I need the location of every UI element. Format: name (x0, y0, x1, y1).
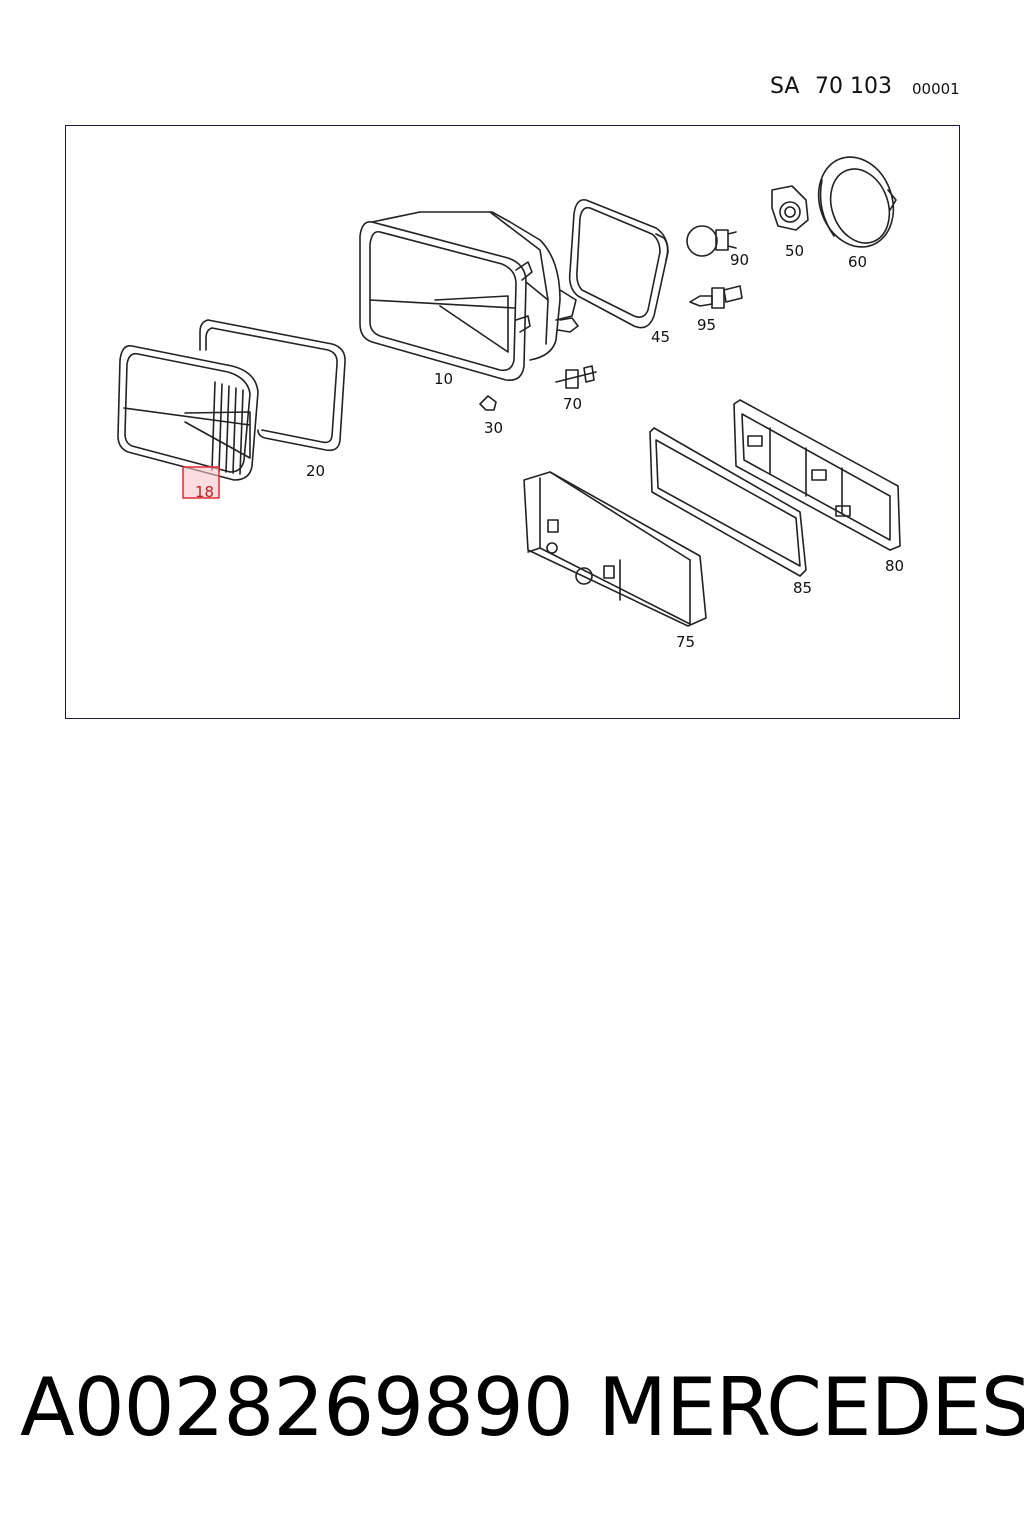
callout-95: 95 (697, 316, 716, 334)
callout-70: 70 (563, 395, 582, 413)
callout-10: 10 (434, 370, 453, 388)
part-10-housing[interactable] (359, 211, 579, 382)
part-85-gasket[interactable] (649, 427, 807, 577)
callout-85: 85 (793, 579, 812, 597)
header-sa: SA (770, 74, 800, 99)
callout-30: 30 (484, 419, 503, 437)
callout-50: 50 (785, 242, 804, 260)
part-75-turn-signal[interactable] (523, 471, 707, 627)
callout-90: 90 (730, 251, 749, 269)
diagram-frame (65, 125, 960, 719)
header-page-number: 00001 (912, 80, 960, 98)
exploded-parts-diagram: 10 18 20 30 45 50 60 70 75 80 85 90 95 (117, 146, 905, 651)
header-group-number: 70 103 (815, 74, 892, 99)
part-90-bulb[interactable] (686, 225, 737, 257)
part-45-reflector[interactable] (568, 198, 669, 329)
part-60-cap[interactable] (806, 146, 905, 257)
part-50-holder[interactable] (771, 185, 809, 231)
brand-name: MERCEDES (598, 1361, 1024, 1454)
highlight-box (182, 466, 220, 499)
part-number: A0028269890 (20, 1361, 574, 1454)
callout-80: 80 (885, 557, 904, 575)
part-20-gasket[interactable] (199, 319, 346, 452)
callout-18[interactable]: 18 (195, 483, 214, 501)
part-30-clip[interactable] (479, 395, 497, 411)
part-95-bulb[interactable] (689, 285, 743, 309)
callout-60: 60 (848, 253, 867, 271)
part-80-carrier[interactable] (733, 399, 901, 551)
part-18-lens[interactable] (117, 344, 259, 481)
part-70-adjuster[interactable] (555, 365, 597, 389)
callout-20: 20 (306, 462, 325, 480)
callout-75: 75 (676, 633, 695, 651)
callout-45: 45 (651, 328, 670, 346)
